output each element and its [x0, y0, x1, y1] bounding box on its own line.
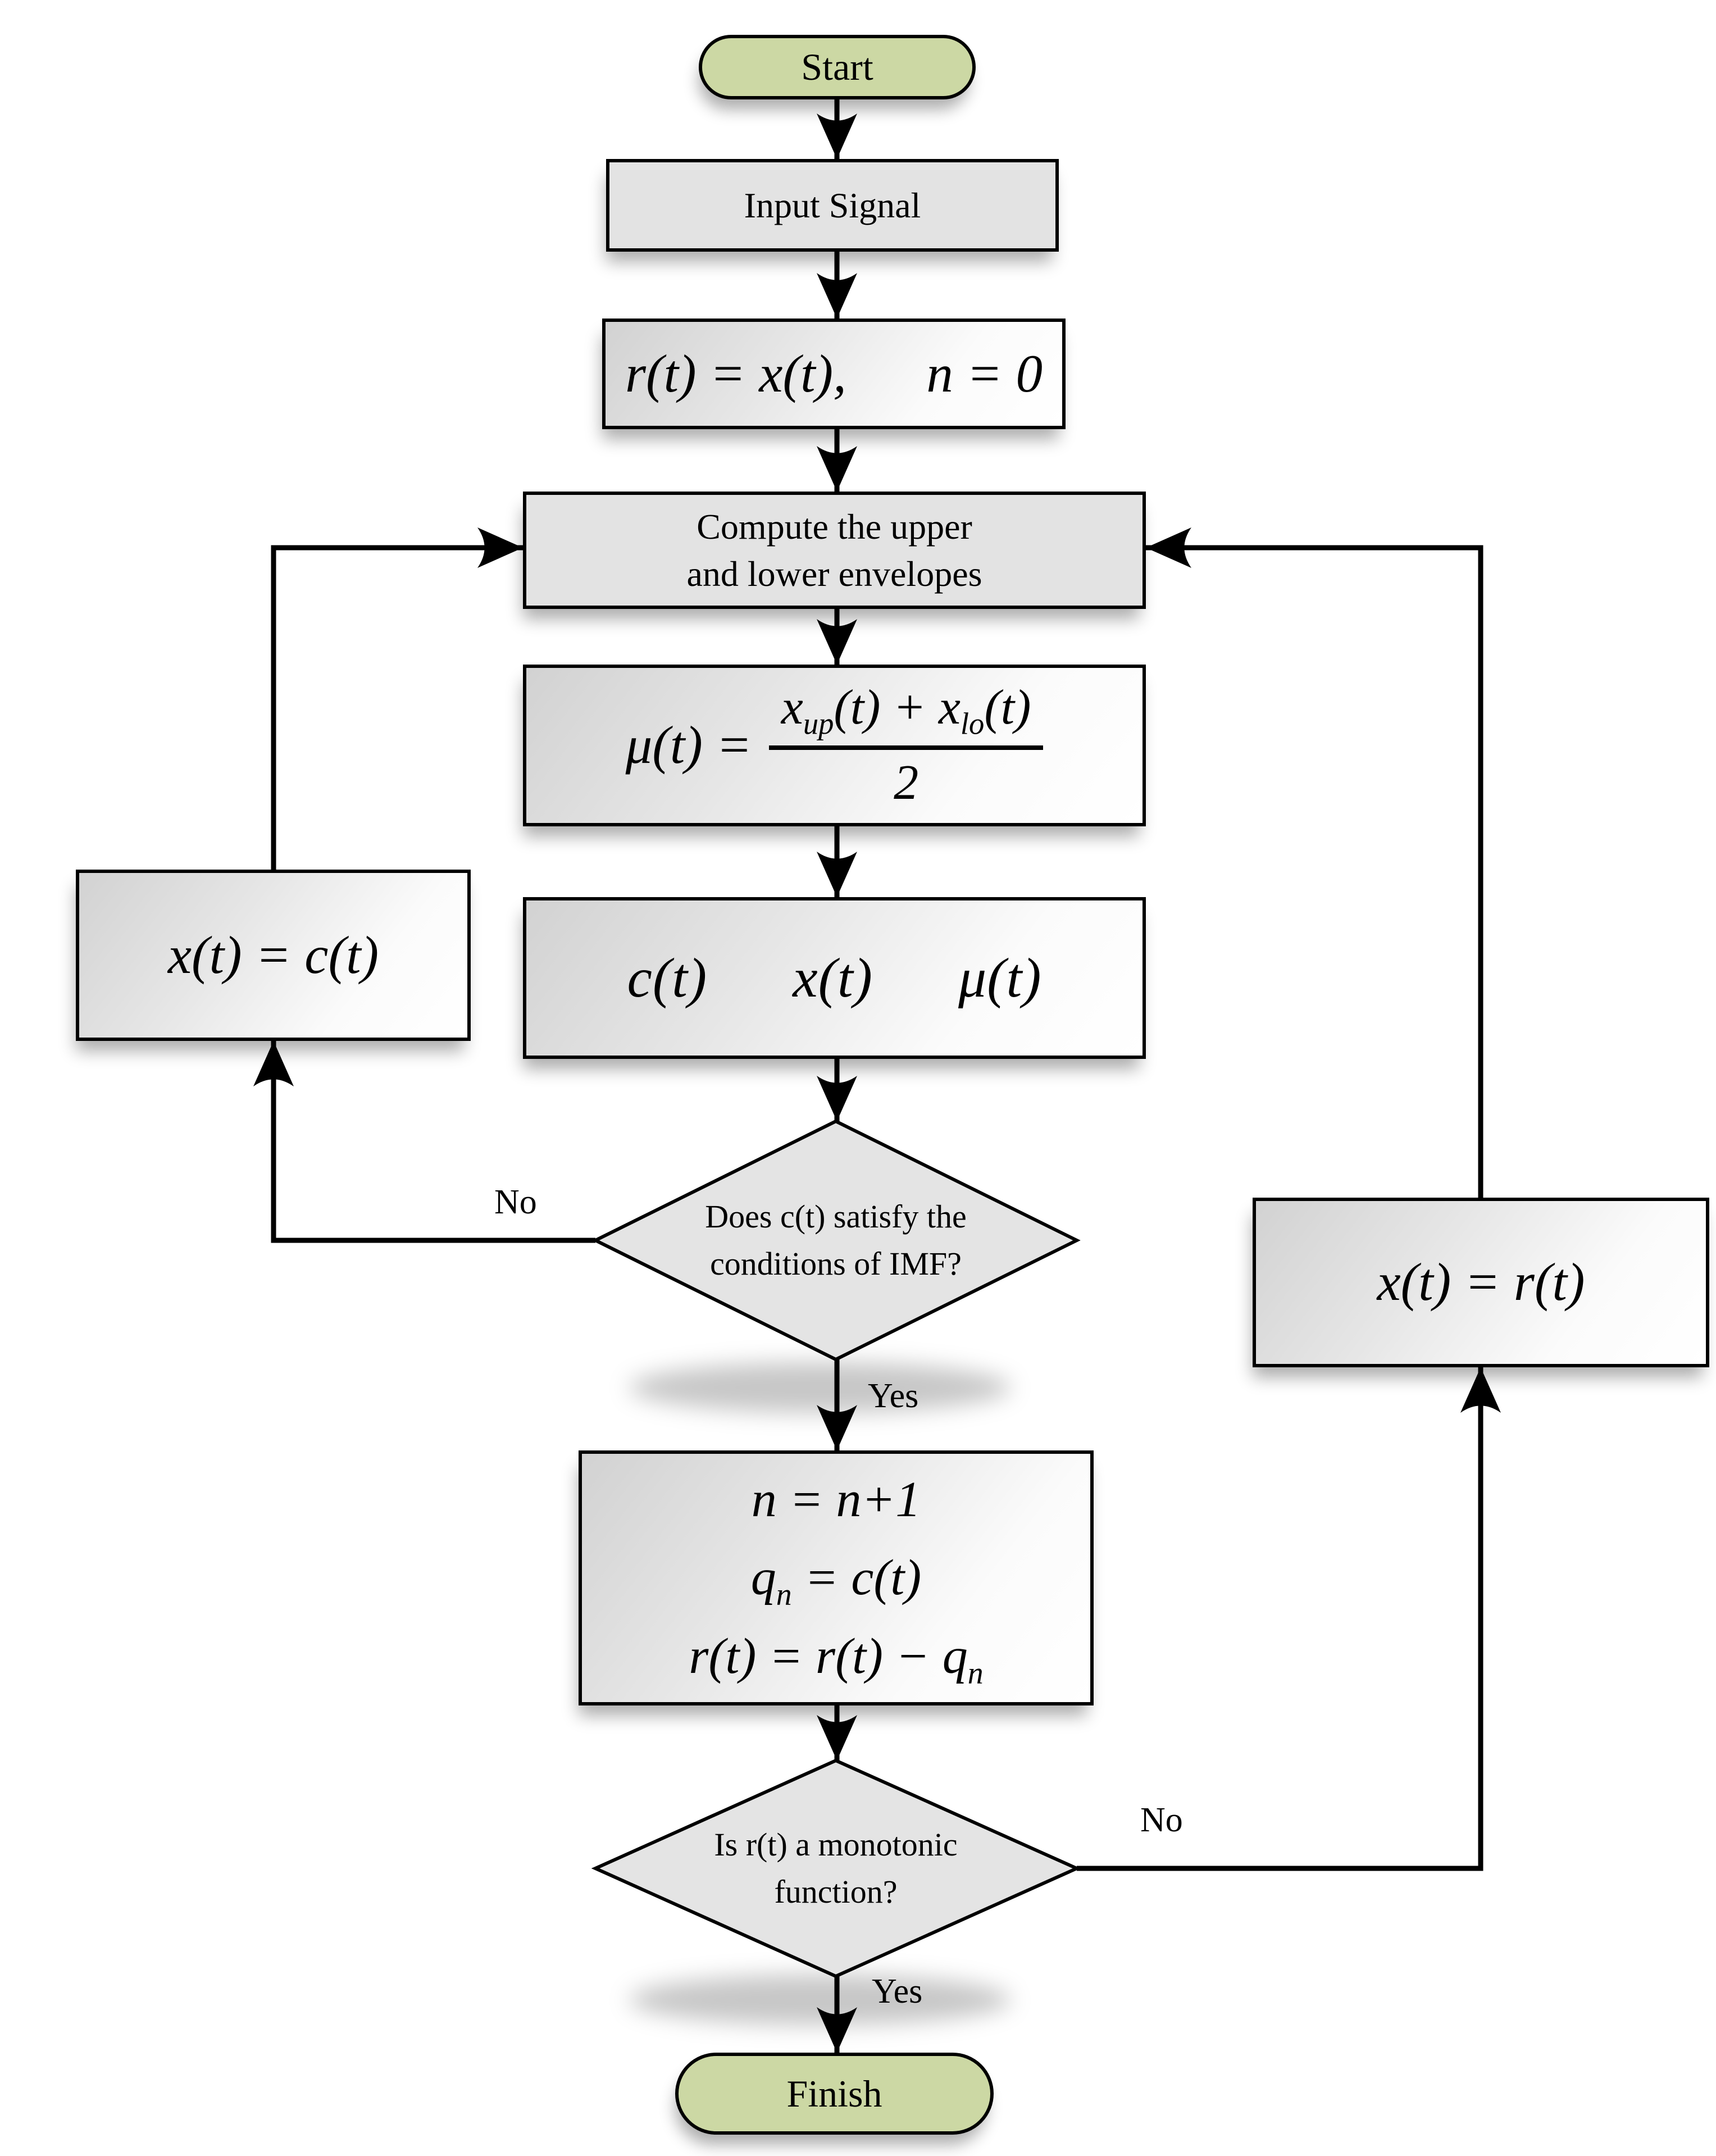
edge-assignc-to-envelopes — [271, 527, 523, 870]
monotonic-diamond-shadow — [629, 1975, 1011, 2025]
assign-c-formula: x(t) = c(t) — [167, 925, 379, 985]
imf-diamond-shadow — [629, 1362, 1011, 1413]
imf-question-line1: Does c(t) satisfy the — [705, 1198, 967, 1235]
edge-monotonic-no-to-assignr — [1077, 1367, 1501, 1871]
assign-c-box: x(t) = c(t) — [76, 870, 471, 1041]
envelopes-line1: Compute the upper — [697, 507, 972, 547]
finish-terminal: Finish — [675, 2053, 994, 2135]
mean-numerator: xup(t) + xlo(t) — [768, 676, 1044, 750]
init-formula: r(t) = x(t), n = 0 — [625, 343, 1043, 403]
mean-lhs: μ(t) = — [625, 715, 752, 775]
update-line1: n = n+1 — [751, 1471, 921, 1527]
update-line3: r(t) = r(t) − qn — [689, 1628, 984, 1691]
imf-question-line2: conditions of IMF? — [710, 1245, 962, 1282]
imf-yes-label: Yes — [868, 1377, 919, 1415]
imf-decision-text: Does c(t) satisfy the conditions of IMF? — [646, 1180, 1026, 1301]
start-label: Start — [801, 46, 873, 89]
monotonic-decision-text: Is r(t) a monotonic function? — [646, 1808, 1026, 1929]
init-box: r(t) = x(t), n = 0 — [602, 319, 1066, 429]
detail-formula: c(t) x(t) μ(t) — [627, 947, 1042, 1009]
assign-r-box: x(t) = r(t) — [1253, 1198, 1709, 1367]
detail-box: c(t) x(t) μ(t) — [523, 897, 1146, 1059]
monotonic-yes-label: Yes — [872, 1972, 923, 2011]
monotonic-question-line1: Is r(t) a monotonic — [714, 1826, 958, 1863]
mean-denominator: 2 — [894, 756, 919, 810]
imf-no-label: No — [494, 1183, 537, 1221]
mean-fraction: xup(t) + xlo(t) 2 — [768, 676, 1044, 816]
mean-formula-box: μ(t) = xup(t) + xlo(t) 2 — [523, 665, 1146, 826]
edge-imfcheck-no-to-assignc — [253, 1041, 595, 1243]
compute-envelopes-box: Compute the upper and lower envelopes — [523, 492, 1146, 609]
monotonic-question-line2: function? — [774, 1873, 898, 1910]
edge-assignr-to-envelopes — [1146, 527, 1483, 1198]
monotonic-decision-diamond — [591, 1758, 1081, 1978]
assign-r-formula: x(t) = r(t) — [1377, 1252, 1585, 1312]
update-line2: qn = c(t) — [750, 1550, 922, 1613]
start-terminal: Start — [699, 35, 976, 99]
finish-label: Finish — [786, 2072, 882, 2115]
imf-decision-diamond — [591, 1119, 1081, 1362]
monotonic-no-label: No — [1140, 1801, 1183, 1839]
input-signal-box: Input Signal — [606, 159, 1059, 252]
envelopes-line2: and lower envelopes — [686, 553, 982, 594]
input-signal-label: Input Signal — [744, 185, 921, 225]
update-box: n = n+1 qn = c(t) r(t) = r(t) − qn — [579, 1450, 1094, 1705]
